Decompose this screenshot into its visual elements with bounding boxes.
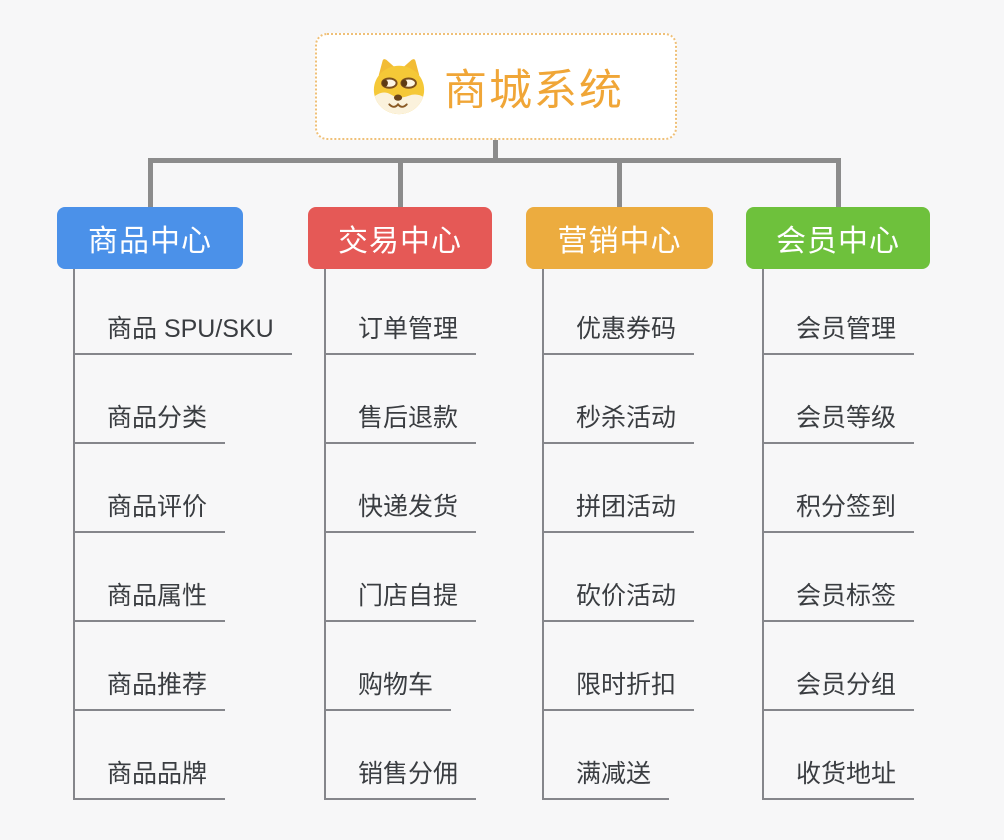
doge-dog-face-icon [373, 58, 425, 114]
connector-branch-2 [398, 158, 403, 208]
child-node[interactable]: 会员等级 [764, 355, 915, 444]
branch-node-trade-center[interactable]: 交易中心 [308, 207, 492, 269]
child-node[interactable]: 门店自提 [326, 533, 477, 622]
connector-main-horizontal [148, 158, 841, 163]
connector-branch-1 [148, 158, 153, 208]
child-node[interactable]: 售后退款 [326, 355, 477, 444]
child-node[interactable]: 订单管理 [326, 269, 477, 355]
child-node[interactable]: 优惠券码 [544, 269, 695, 355]
branch-node-member-center[interactable]: 会员中心 [746, 207, 930, 269]
root-node[interactable]: 商城系统 [315, 33, 677, 140]
child-node[interactable]: 会员标签 [764, 533, 915, 622]
child-node[interactable]: 会员分组 [764, 622, 915, 711]
child-node[interactable]: 商品属性 [75, 533, 226, 622]
connector-root-vertical [493, 139, 498, 161]
child-node[interactable]: 拼团活动 [544, 444, 695, 533]
child-node[interactable]: 积分签到 [764, 444, 915, 533]
branch-label: 营销中心 [557, 225, 682, 258]
child-node[interactable]: 满减送 [544, 711, 670, 800]
child-node[interactable]: 限时折扣 [544, 622, 695, 711]
child-node[interactable]: 收货地址 [764, 711, 915, 800]
branch-node-marketing-center[interactable]: 营销中心 [526, 207, 713, 269]
child-node[interactable]: 商品评价 [75, 444, 226, 533]
child-node[interactable]: 会员管理 [764, 269, 915, 355]
branch-label: 会员中心 [776, 225, 900, 258]
child-node[interactable]: 砍价活动 [544, 533, 695, 622]
branch-children-member: 会员管理 会员等级 积分签到 会员标签 会员分组 收货地址 [762, 269, 915, 800]
branch-children-trade: 订单管理 售后退款 快递发货 门店自提 购物车 销售分佣 [324, 269, 477, 800]
child-node[interactable]: 商品品牌 [75, 711, 226, 800]
child-node[interactable]: 商品 SPU/SKU [75, 269, 292, 355]
root-title: 商城系统 [444, 66, 624, 115]
branch-label: 商品中心 [88, 225, 212, 258]
child-node[interactable]: 商品推荐 [75, 622, 226, 711]
branch-label: 交易中心 [338, 225, 462, 258]
branch-node-product-center[interactable]: 商品中心 [57, 207, 243, 269]
branch-children-product: 商品 SPU/SKU 商品分类 商品评价 商品属性 商品推荐 商品品牌 [73, 269, 292, 800]
connector-branch-3 [617, 158, 622, 208]
child-node[interactable]: 秒杀活动 [544, 355, 695, 444]
child-node[interactable]: 销售分佣 [326, 711, 477, 800]
child-node[interactable]: 商品分类 [75, 355, 226, 444]
child-node[interactable]: 快递发货 [326, 444, 477, 533]
branch-children-marketing: 优惠券码 秒杀活动 拼团活动 砍价活动 限时折扣 满减送 [542, 269, 695, 800]
connector-branch-4 [836, 158, 841, 208]
child-node[interactable]: 购物车 [326, 622, 452, 711]
